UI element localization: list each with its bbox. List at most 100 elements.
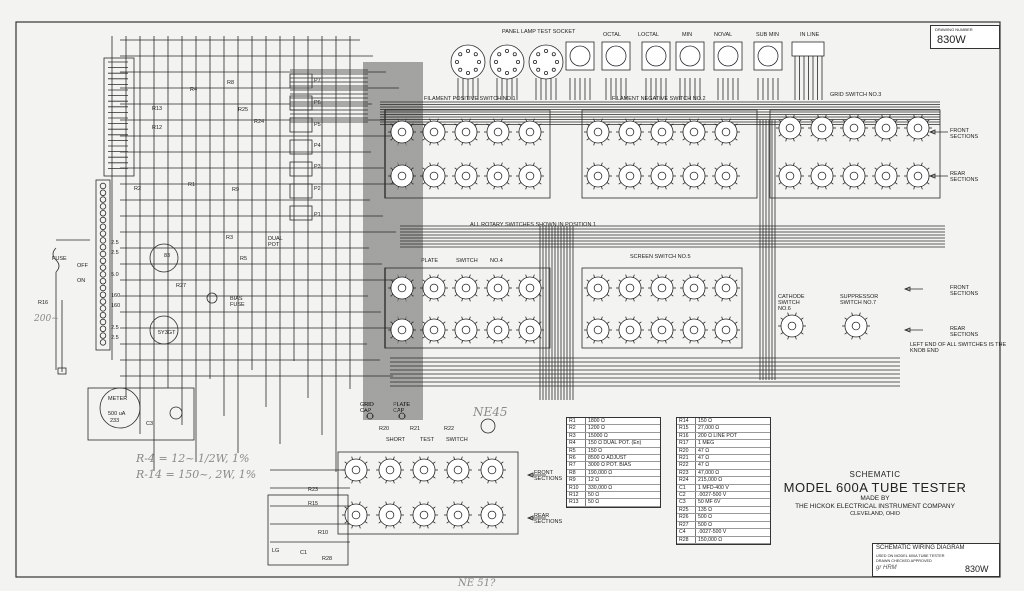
switch-lug: [702, 321, 706, 324]
switch-lug: [810, 167, 814, 170]
switch-lug: [429, 162, 431, 166]
switch-lug: [881, 162, 883, 166]
switch-lug: [586, 138, 590, 141]
socket-pin: [497, 52, 502, 57]
switch-lug: [857, 162, 859, 166]
socket-pin: [458, 67, 463, 72]
switch-lug: [359, 525, 361, 529]
switch-lug: [533, 186, 535, 190]
arrow-head: [903, 327, 911, 333]
switch-lug: [364, 521, 368, 524]
switch-lug: [405, 162, 407, 166]
switch-lug: [785, 114, 787, 118]
switch-lug: [390, 279, 394, 282]
switch-lug: [466, 476, 470, 479]
component-value: 47 Ω: [695, 447, 770, 456]
switch-rotor: [881, 171, 891, 181]
rear-sections-bottom: REAR SECTIONS: [534, 513, 563, 525]
switch-lug: [601, 186, 603, 190]
component-value: 190,000 Ω: [585, 469, 660, 478]
arrow-head: [928, 173, 936, 179]
winding-coil: [99, 257, 107, 264]
switch-lug: [474, 167, 478, 170]
switch-lug: [851, 312, 853, 316]
switch-lug: [606, 123, 610, 126]
switch-rotor: [397, 283, 407, 293]
switch-lug: [650, 182, 654, 185]
switch-lug: [606, 182, 610, 185]
in-line-label: IN LINE: [800, 32, 820, 38]
socket-pin: [512, 67, 517, 72]
plate-cap-terminal: [398, 412, 406, 420]
p6-label: P6: [314, 100, 321, 106]
wiring-box-row2: DRAWN CHECKED APPROVED: [876, 559, 932, 563]
component-ref: R5: [567, 447, 586, 456]
switch-lug: [906, 134, 910, 137]
switch-lug: [810, 134, 814, 137]
switch-lug: [480, 476, 484, 479]
switch-lug: [606, 294, 610, 297]
switch-group-outline: [581, 109, 758, 199]
switch-lug: [729, 340, 731, 344]
r12-label: R12: [152, 125, 163, 131]
switch-lug: [518, 182, 522, 185]
r5-label: R5: [240, 256, 248, 262]
switch-lug: [851, 336, 853, 340]
meter-rating: 500 uA: [108, 411, 126, 417]
switch-lug: [857, 114, 859, 118]
switch-rotor: [351, 465, 361, 475]
switch-lug: [670, 321, 674, 324]
component-value: 8500 Ω ADJUST: [585, 454, 660, 463]
meter-box: [87, 387, 195, 441]
switch-lug: [410, 123, 414, 126]
switch-lug: [405, 274, 407, 278]
in-line-socket: [791, 41, 825, 57]
r3-label: R3: [226, 235, 234, 241]
switch-lug: [493, 298, 495, 302]
switch-lug: [437, 118, 439, 122]
socket-pin: [493, 60, 498, 65]
switch-lug: [390, 138, 394, 141]
switch-lug: [390, 294, 394, 297]
lg-label: LG: [272, 548, 280, 554]
switch-rotor: [397, 325, 407, 335]
switch-lug: [633, 298, 635, 302]
switch-rotor: [461, 127, 471, 137]
switch-lug: [364, 506, 368, 509]
power-plug: [57, 367, 67, 375]
switch-lug: [419, 456, 421, 460]
switch-lug: [469, 186, 471, 190]
switch-lug: [734, 167, 738, 170]
switch-lug: [429, 340, 431, 344]
switch-lug: [469, 162, 471, 166]
switch-lug: [398, 521, 402, 524]
switch-lug: [606, 321, 610, 324]
meter-label: METER: [108, 396, 128, 402]
switch-lug: [538, 138, 542, 141]
switch-lug: [469, 298, 471, 302]
switch-rotor: [429, 325, 439, 335]
switch-lug: [921, 114, 923, 118]
switch-lug: [906, 182, 910, 185]
fuse-symbol: [52, 247, 60, 273]
switch-lug: [734, 138, 738, 141]
switch-lug: [689, 340, 691, 344]
switch-lug: [721, 118, 723, 122]
component-ref: R16: [677, 432, 696, 441]
switch-lug: [427, 480, 429, 484]
title-line-2: MODEL 600A TUBE TESTER: [783, 479, 967, 495]
r9-label: R9: [232, 187, 240, 193]
switch-lug: [625, 118, 627, 122]
ne45-lamp: [480, 418, 496, 434]
switch-lug: [442, 167, 446, 170]
switch-lug: [601, 162, 603, 166]
switch-lug: [493, 186, 495, 190]
winding-coil: [99, 189, 107, 196]
component-ref: R2: [567, 424, 586, 433]
r10-label: R10: [318, 530, 329, 536]
switch-lug: [454, 182, 458, 185]
title-block: SCHEMATIC MODEL 600A TUBE TESTER MADE BY…: [760, 470, 990, 517]
